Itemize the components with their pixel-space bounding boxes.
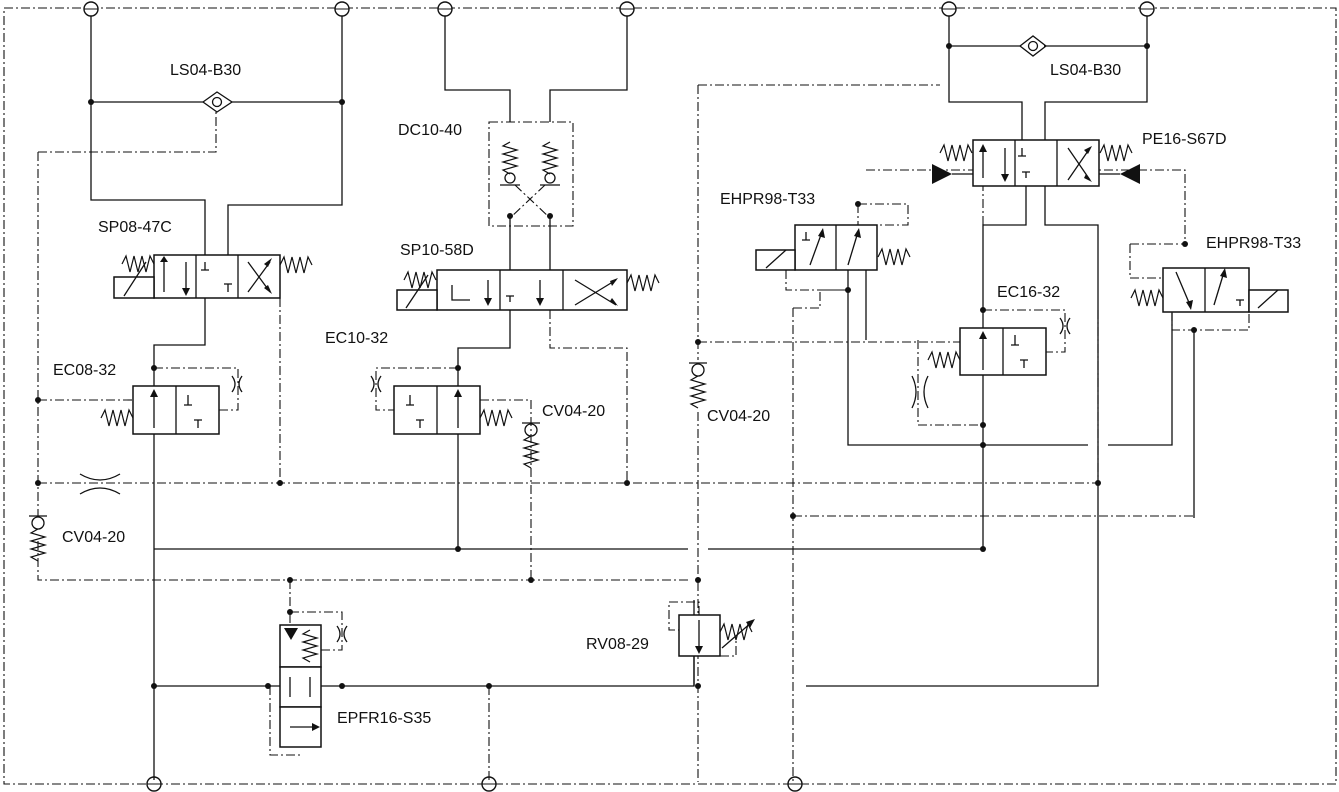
port-top-4[interactable] <box>619 1 635 17</box>
label-epfr16: EPFR16-S35 <box>337 710 431 727</box>
relief-valve-rv08 <box>668 601 755 657</box>
orifice-left <box>79 473 121 495</box>
label-ls04-right: LS04-B30 <box>1050 62 1121 79</box>
shuttle-valve-ls04-right <box>1018 35 1048 57</box>
dual-check-valve-dc10 <box>488 121 574 227</box>
label-ec10: EC10-32 <box>325 330 388 347</box>
pressure-reducing-valve-ehpr-a <box>755 203 911 291</box>
main-lines <box>90 16 1195 780</box>
label-ls04-left: LS04-B30 <box>170 62 241 79</box>
block-boundary <box>3 7 1337 785</box>
directional-valve-sp08 <box>113 254 313 299</box>
port-top-3[interactable] <box>437 1 453 17</box>
port-top-2[interactable] <box>334 1 350 17</box>
label-cv04-mid: CV04-20 <box>542 403 605 420</box>
pressure-reducing-valve-ehpr-b <box>1129 243 1289 331</box>
label-pe16: PE16-S67D <box>1142 131 1227 148</box>
flow-regulator-epfr16 <box>279 611 348 748</box>
shuttle-valve-ls04-left <box>201 91 234 113</box>
cartridge-valve-ec08 <box>100 367 243 435</box>
label-cv04-right: CV04-20 <box>707 408 770 425</box>
check-valve-cv04-right <box>689 362 707 409</box>
component-labels: LS04-B30 LS04-B30 DC10-40 PE16-S67D EHPR… <box>53 62 1301 727</box>
port-top-6[interactable] <box>1139 1 1155 17</box>
port-bottom-3[interactable] <box>787 776 803 792</box>
cartridge-valve-ec10 <box>370 367 531 435</box>
label-ehpr-a: EHPR98-T33 <box>720 191 815 208</box>
label-ec08: EC08-32 <box>53 362 116 379</box>
label-rv08: RV08-29 <box>586 636 649 653</box>
check-valve-cv04-mid <box>522 422 540 469</box>
check-valve-cv04-left <box>29 515 47 562</box>
directional-valve-sp10 <box>396 269 660 311</box>
label-ehpr-b: EHPR98-T33 <box>1206 235 1301 252</box>
label-ec16: EC16-32 <box>997 284 1060 301</box>
port-top-5[interactable] <box>941 1 957 17</box>
label-dc10: DC10-40 <box>398 122 462 139</box>
directional-valve-pe16 <box>932 139 1140 187</box>
label-cv04-left: CV04-20 <box>62 529 125 546</box>
port-top-1[interactable] <box>83 1 99 17</box>
cartridge-valve-ec16 <box>911 309 1071 409</box>
label-sp10: SP10-58D <box>400 242 474 259</box>
label-sp08: SP08-47C <box>98 219 172 236</box>
